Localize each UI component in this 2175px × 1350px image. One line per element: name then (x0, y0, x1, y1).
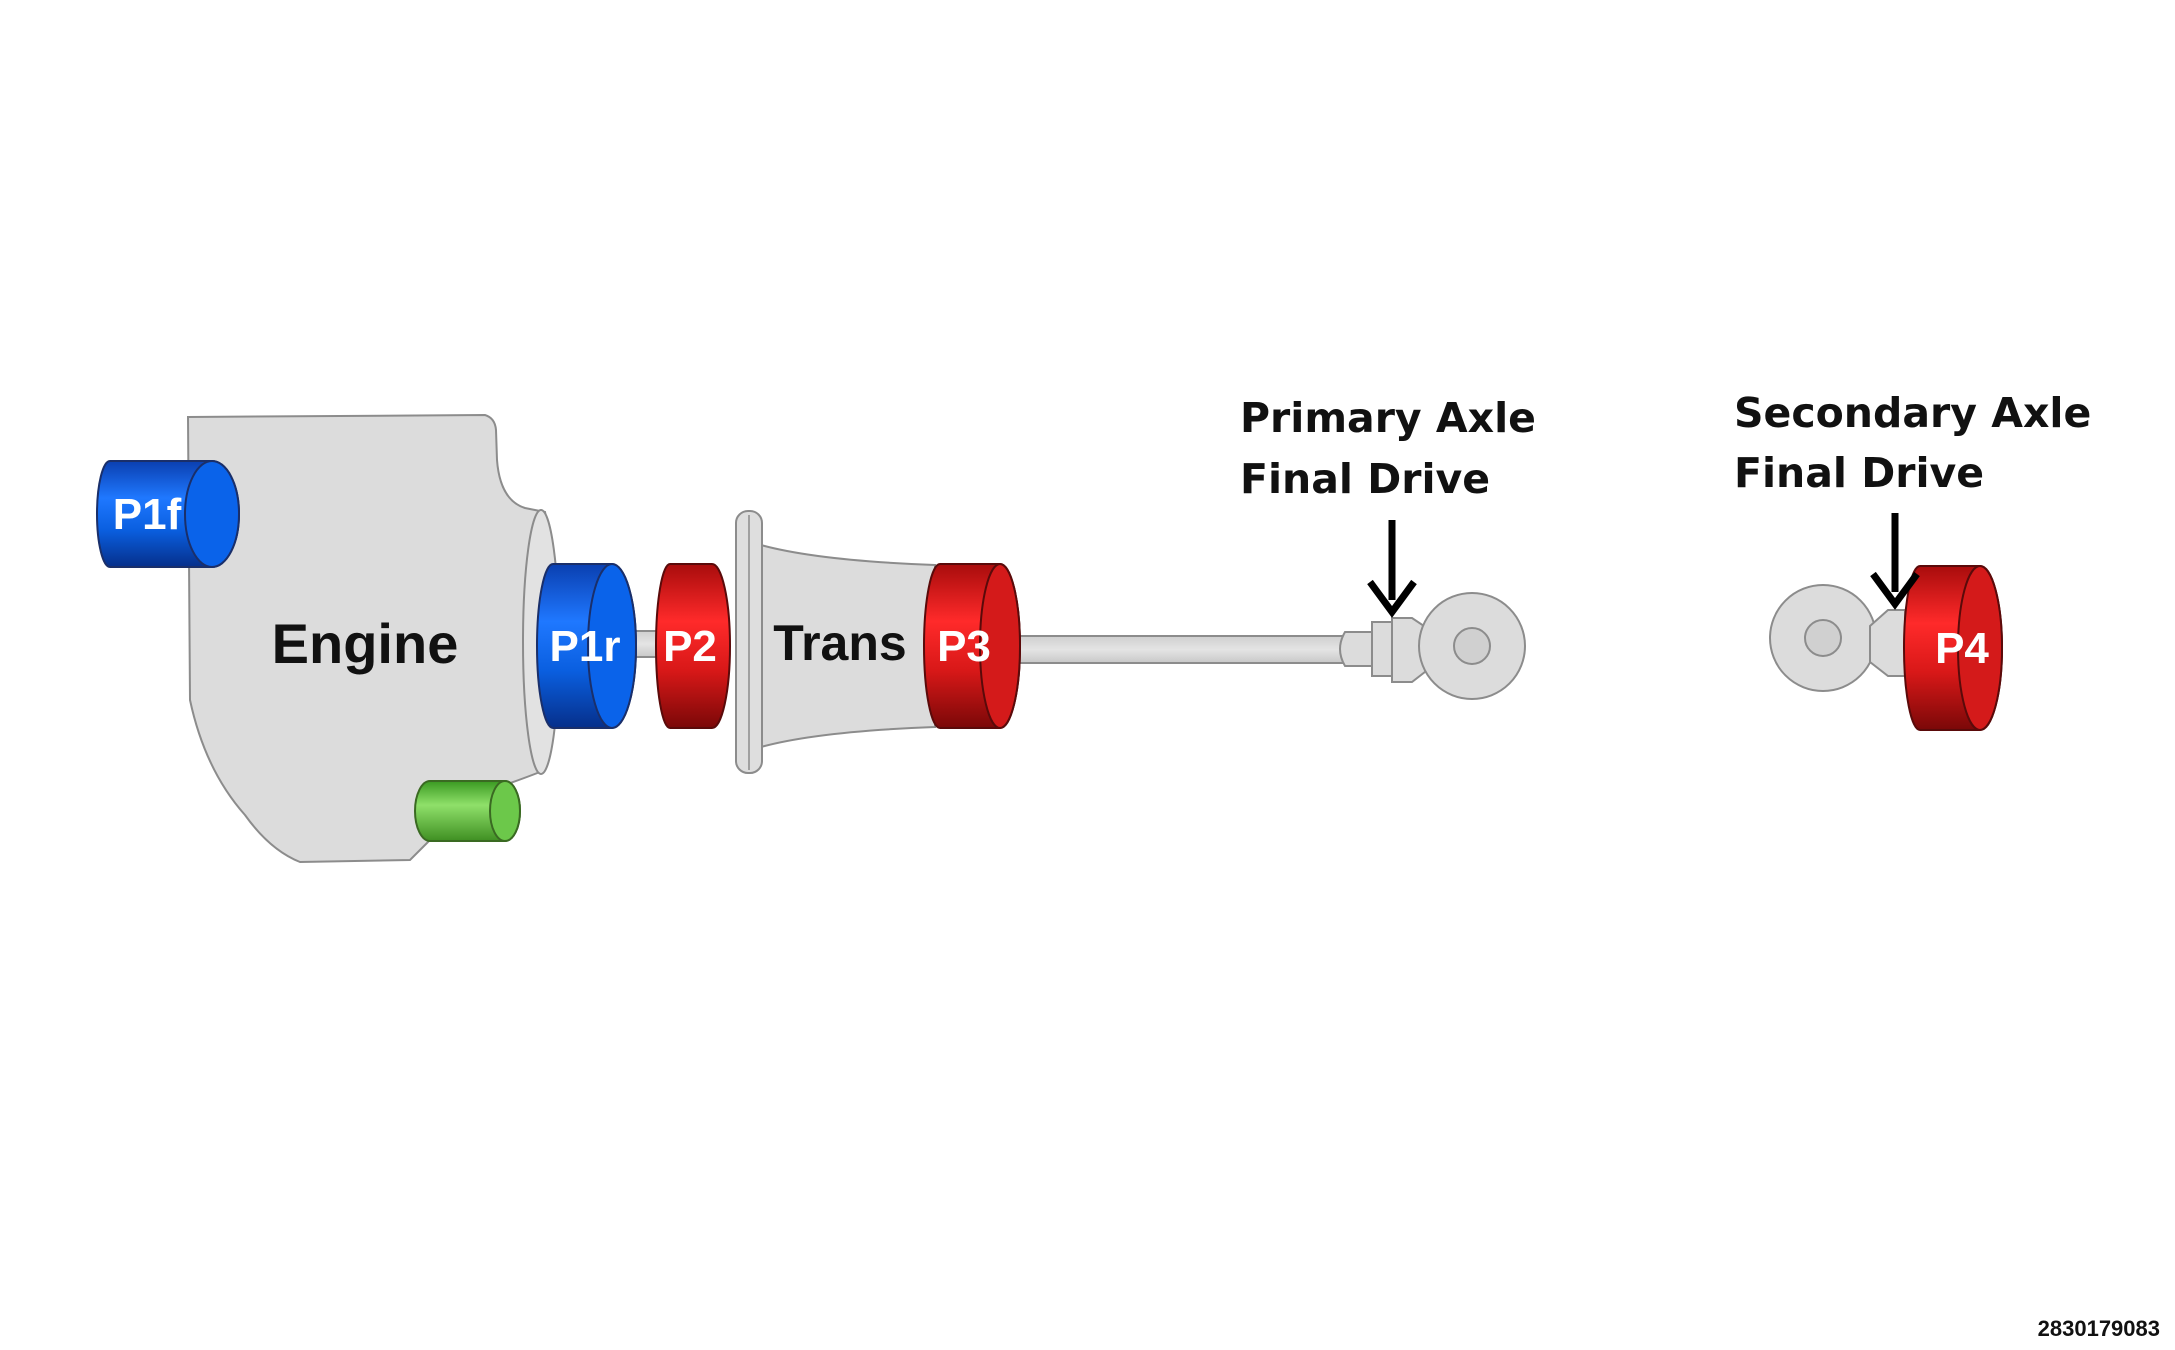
primary-pointer-arrow (1367, 520, 1417, 618)
primary-callout-line2: Final Drive (1240, 455, 1490, 503)
p4-label: P4 (1935, 624, 1989, 673)
secondary-callout-line2: Final Drive (1734, 449, 1984, 497)
primary-final-drive (1339, 592, 1526, 700)
transmission-label: Trans (773, 615, 906, 671)
propeller-shaft (999, 635, 1346, 664)
p1r-motor (536, 563, 637, 729)
p1r-label: P1r (550, 622, 621, 671)
p2-label: P2 (663, 622, 717, 671)
p3-label: P3 (937, 622, 991, 671)
transmission-housing (735, 510, 936, 774)
reference-number: 2830179083 (2038, 1316, 2160, 1341)
primary-callout-line1: Primary Axle (1240, 394, 1536, 442)
secondary-callout-line1: Secondary Axle (1734, 389, 2091, 437)
secondary-final-drive (1769, 584, 1927, 692)
p1f-label: P1f (113, 490, 182, 539)
p2-motor (655, 563, 731, 729)
engine-label: Engine (272, 612, 459, 675)
p4-motor (1903, 565, 2003, 731)
starter-motor (414, 780, 521, 842)
p3-motor (923, 563, 1021, 729)
secondary-pointer-arrow (1870, 513, 1920, 610)
p1f-motor (96, 460, 240, 568)
